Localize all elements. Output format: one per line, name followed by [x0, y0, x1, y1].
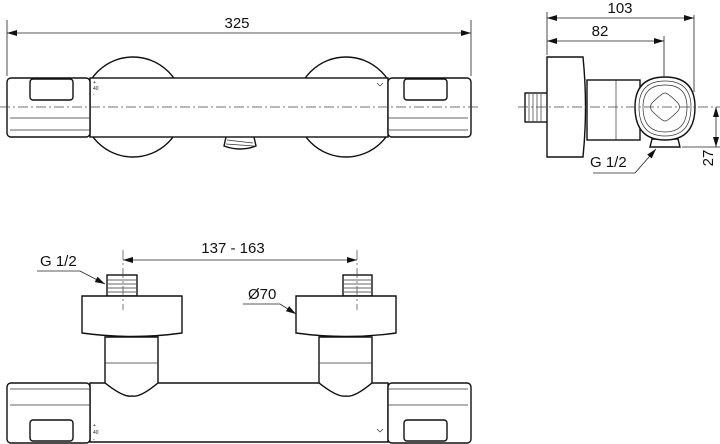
right-cover-disc	[295, 295, 397, 338]
chevron-icon	[376, 82, 384, 87]
inlet-thread-label: G 1/2	[40, 253, 77, 270]
left-handle-grip	[29, 78, 74, 101]
cover-diameter-label: Ø70	[248, 286, 276, 303]
dimension-depth-axis: 82	[592, 23, 609, 40]
handle-side	[634, 76, 696, 141]
marking-temp: 40	[93, 430, 99, 436]
marking-minus: -	[93, 92, 95, 98]
side-view: 103 82 27 G 1/2	[518, 0, 720, 174]
marking-plus: +	[93, 423, 96, 429]
thermostat-body	[89, 77, 389, 138]
right-inlet-thread	[342, 274, 373, 297]
top-view: + 40 - 137 - 163 G 1/2 Ø70	[6, 240, 472, 444]
right-stem	[318, 336, 373, 397]
dimension-length: 325	[224, 15, 249, 32]
dimension-outlet-offset: 27	[700, 150, 717, 167]
marking-minus: -	[93, 437, 95, 443]
body-side	[586, 79, 641, 141]
left-inlet-thread	[106, 274, 138, 297]
outlet-thread-label: G 1/2	[590, 154, 627, 171]
chevron-icon	[376, 428, 384, 433]
wall-cover-side	[546, 56, 587, 158]
marking-plus: +	[93, 80, 96, 86]
left-cover-disc	[81, 295, 183, 338]
thermostat-body-top	[89, 382, 389, 443]
dimension-inlet-spacing: 137 - 163	[201, 240, 264, 257]
dimension-depth-total: 103	[607, 0, 632, 17]
marking-temp: 40	[93, 86, 99, 92]
left-stem	[104, 336, 159, 397]
right-handle-grip	[403, 78, 448, 101]
front-view: + 40 - 325	[0, 15, 480, 158]
inlet-thread-side	[524, 92, 549, 123]
